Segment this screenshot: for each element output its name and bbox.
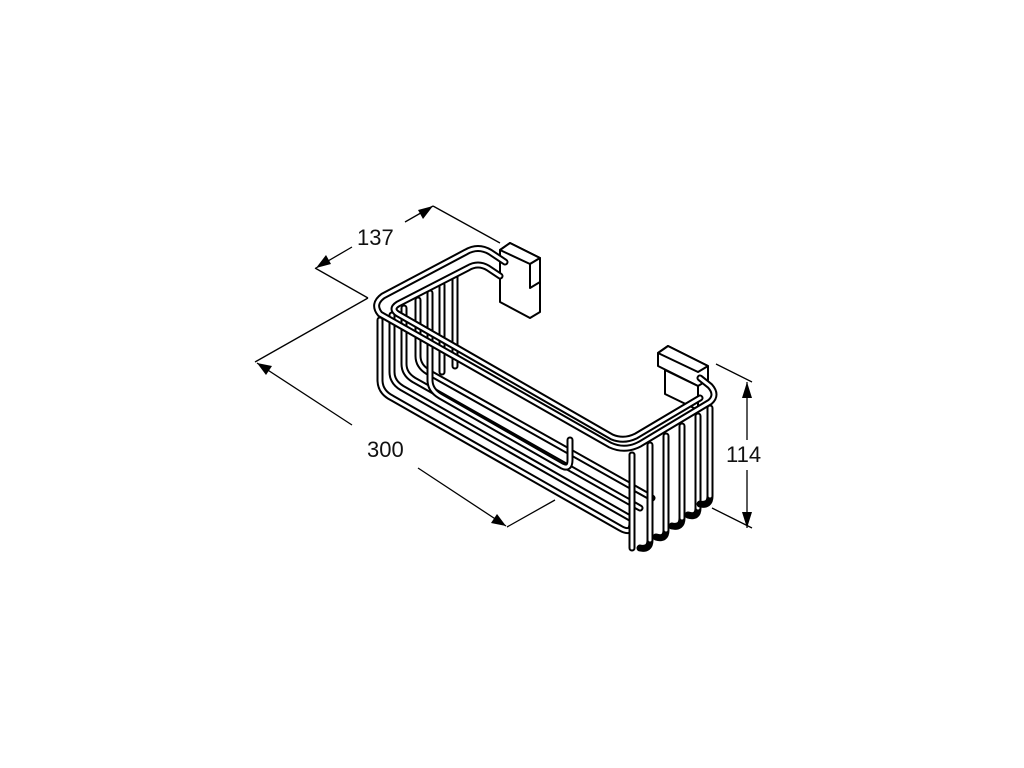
- basket-front-wires: [628, 404, 714, 552]
- dimension-width: [254, 297, 556, 528]
- basket-top-rim: [373, 245, 718, 452]
- wall-bracket-back: [499, 242, 541, 319]
- dimension-depth: [314, 205, 501, 299]
- basket-back-wires: [376, 273, 656, 535]
- dimension-height: [711, 363, 753, 529]
- dimension-width-label: 300: [367, 437, 404, 462]
- dimension-height-label: 114: [726, 442, 761, 467]
- dimension-depth-label: 137: [357, 225, 394, 250]
